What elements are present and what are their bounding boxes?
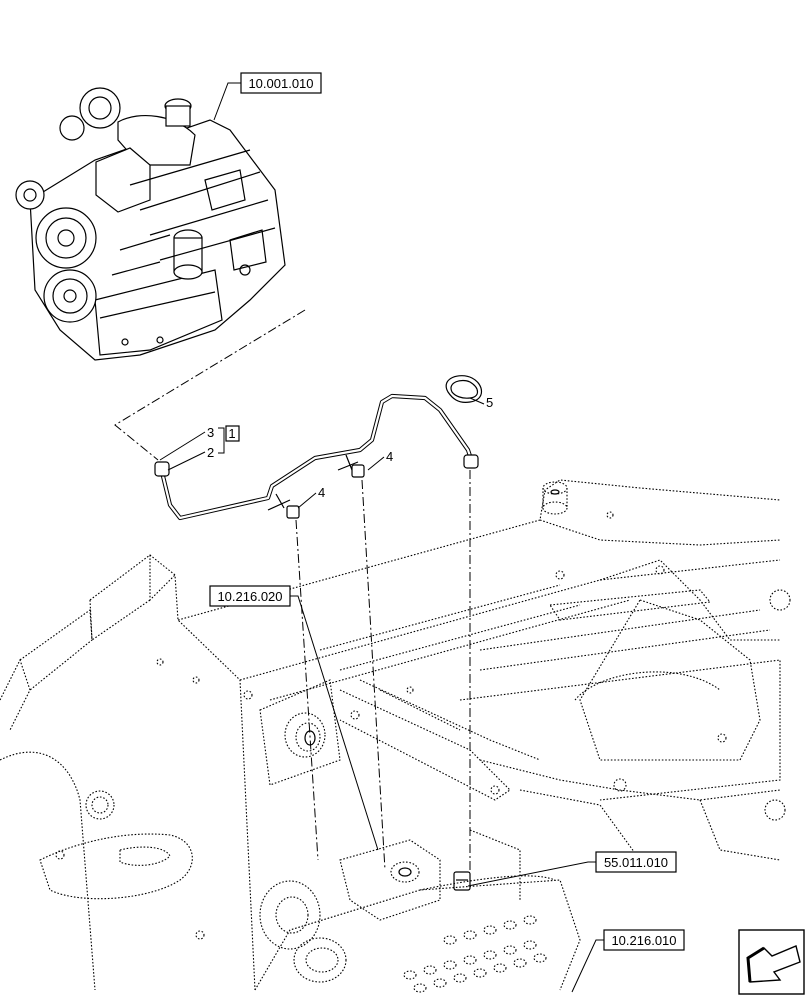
item-1-box bbox=[225, 425, 240, 442]
callout-item-4-lower: 4 bbox=[318, 485, 325, 500]
leader-item-4-lower bbox=[297, 492, 317, 509]
callout-item-4-upper: 4 bbox=[386, 449, 393, 464]
leader-item-4-upper bbox=[367, 456, 385, 471]
tank-vent-pattern bbox=[403, 915, 547, 993]
sensor-ref-label[interactable]: 55.011.010 bbox=[595, 851, 677, 873]
engine-ref-text: 10.001.010 bbox=[248, 76, 313, 91]
leader-item-5 bbox=[469, 397, 485, 405]
leader-item-2 bbox=[167, 451, 206, 471]
tank-bracket-ref-label[interactable]: 10.216.020 bbox=[209, 585, 291, 607]
callout-item-3: 3 bbox=[207, 425, 214, 440]
tank-ref-text: 10.216.010 bbox=[611, 933, 676, 948]
tank-ref-label[interactable]: 10.216.010 bbox=[603, 929, 685, 951]
callout-item-1: 1 bbox=[228, 426, 235, 441]
callout-bracket bbox=[218, 427, 225, 454]
tank-ref-leader bbox=[571, 939, 604, 993]
engine-to-pipe-line bbox=[114, 309, 306, 461]
engine-ref-label[interactable]: 10.001.010 bbox=[240, 72, 322, 94]
engine-ref-leader bbox=[213, 82, 241, 121]
sensor-ref-text: 55.011.010 bbox=[604, 855, 668, 870]
leader-item-3 bbox=[159, 431, 206, 461]
projection-line-2 bbox=[361, 479, 386, 871]
tank-bracket-ref-text: 10.216.020 bbox=[217, 589, 282, 604]
clip-lower bbox=[267, 493, 300, 519]
callout-item-5: 5 bbox=[486, 395, 493, 410]
tank-bracket-ref-leader bbox=[290, 595, 379, 851]
hose-clamp bbox=[445, 375, 483, 403]
clip-upper bbox=[337, 454, 365, 478]
engine-illustration bbox=[15, 87, 286, 361]
arrow-down-left-icon[interactable] bbox=[738, 929, 805, 995]
sensor-ref-leader bbox=[467, 861, 596, 887]
callout-item-2: 2 bbox=[207, 445, 214, 460]
pipe-assembly bbox=[154, 393, 479, 521]
chassis-frame bbox=[0, 479, 791, 993]
